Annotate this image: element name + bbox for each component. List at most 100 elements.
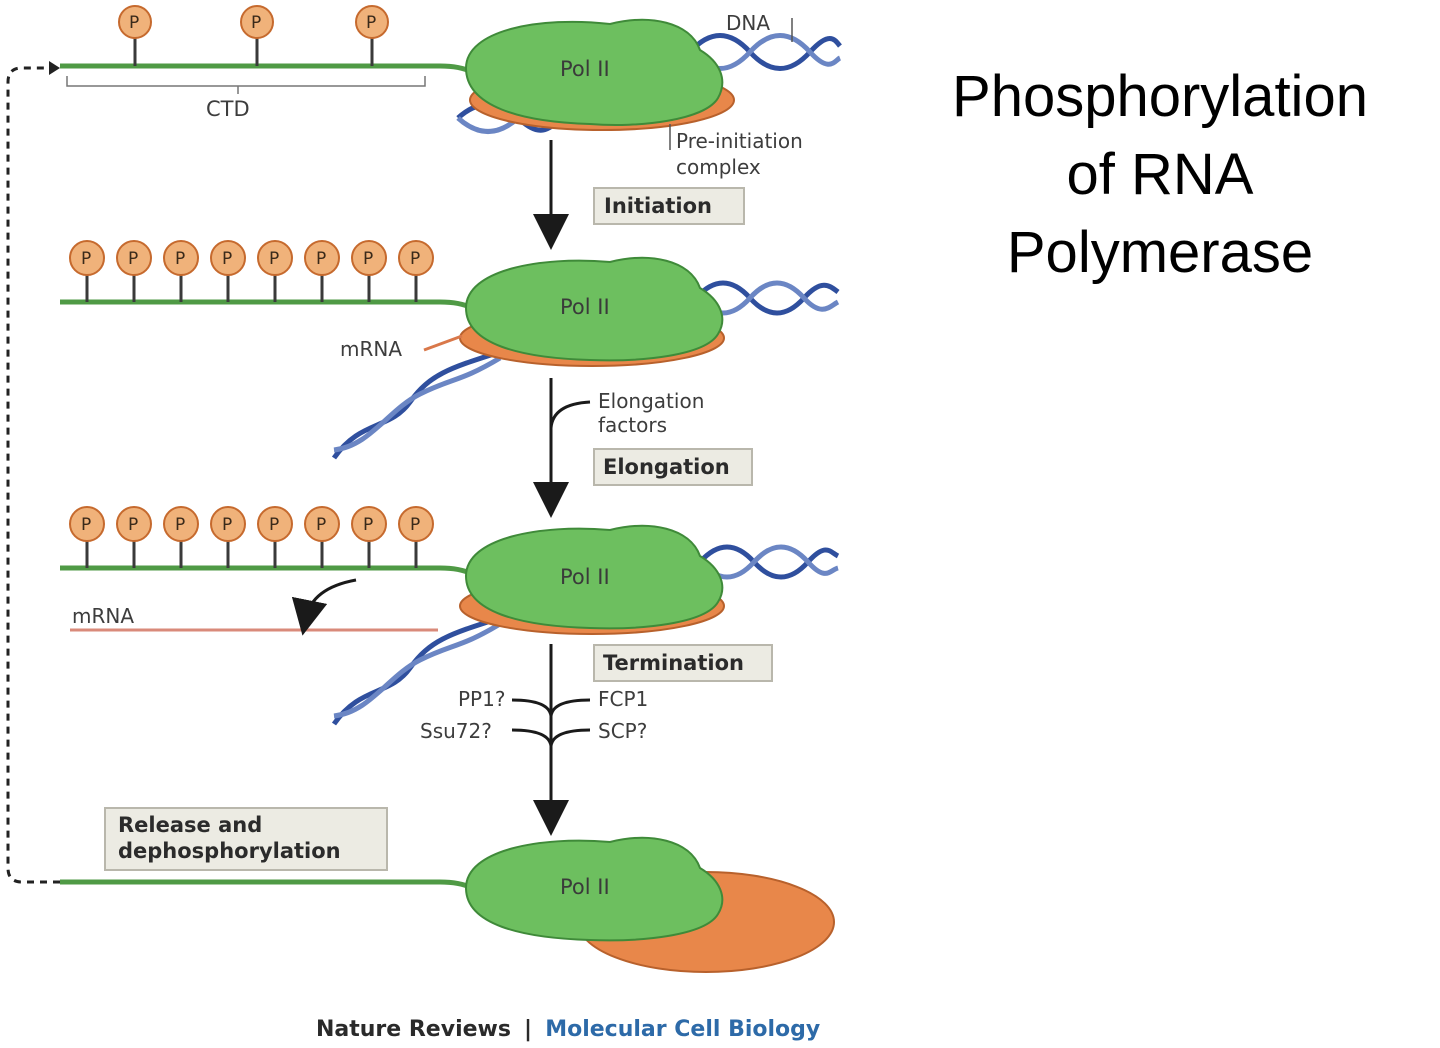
phospho-label: P bbox=[363, 515, 373, 535]
phospho-label: P bbox=[366, 13, 376, 33]
phospho-group: P bbox=[163, 240, 199, 302]
initiation-label: Initiation bbox=[604, 194, 712, 218]
released-mrna-label: mRNA bbox=[72, 604, 134, 628]
phospho-group: P bbox=[210, 240, 246, 302]
phospho-circle bbox=[210, 240, 246, 276]
phospho-circle bbox=[304, 506, 340, 542]
phosphatase-connector-right bbox=[549, 728, 591, 747]
phospho-label: P bbox=[269, 515, 279, 535]
dna-helix bbox=[688, 33, 842, 71]
mrna-label: mRNA bbox=[340, 337, 402, 361]
pol-ii-label: Pol II bbox=[560, 57, 610, 81]
phospho-label: P bbox=[316, 249, 326, 269]
ssu72-label: Ssu72? bbox=[420, 719, 492, 743]
phospho-group: P bbox=[210, 506, 246, 568]
fcp1-label: FCP1 bbox=[598, 687, 648, 711]
phospho-circle bbox=[163, 506, 199, 542]
phospho-group: P bbox=[257, 506, 293, 568]
phospho-group: P bbox=[116, 240, 152, 302]
phosphatase-connector-left bbox=[511, 728, 553, 747]
pp1-label: PP1? bbox=[458, 687, 505, 711]
mrna-release-arrow bbox=[291, 578, 357, 636]
dna-helix bbox=[698, 544, 840, 580]
initiation-box: Initiation bbox=[593, 187, 745, 225]
elongation-factors-line1: Elongation bbox=[598, 389, 704, 413]
elongation-box: Elongation bbox=[593, 448, 753, 486]
phospho-group: P bbox=[240, 5, 274, 66]
pol-ii-enzyme bbox=[464, 524, 724, 630]
phospho-group: P bbox=[351, 506, 387, 568]
phospho-circle bbox=[304, 240, 340, 276]
dna-helix bbox=[333, 355, 502, 453]
pol-ii-label: Pol II bbox=[560, 875, 610, 899]
phospho-circle bbox=[69, 240, 105, 276]
phospho-group: P bbox=[257, 240, 293, 302]
phospho-label: P bbox=[128, 249, 138, 269]
elongation-factors-connector bbox=[549, 400, 591, 429]
phosphatase-connector-left bbox=[511, 698, 553, 717]
phospho-group: P bbox=[163, 506, 199, 568]
phospho-label: P bbox=[316, 515, 326, 535]
phospho-label: P bbox=[128, 515, 138, 535]
phospho-circle bbox=[398, 506, 434, 542]
stage-preinitiation: CTD P P P Pol II DNA Pre-initiation comp… bbox=[60, 5, 842, 179]
release-label-line1: Release and bbox=[118, 813, 262, 837]
phospho-label: P bbox=[222, 515, 232, 535]
phospho-circle bbox=[257, 506, 293, 542]
ctd-tail bbox=[60, 299, 474, 311]
slide-title-line: Phosphorylation bbox=[952, 64, 1368, 129]
phospho-label: P bbox=[81, 515, 91, 535]
phospho-group: P bbox=[355, 5, 389, 66]
credit-journal: Nature Reviews bbox=[316, 1017, 511, 1042]
phospho-circle bbox=[116, 240, 152, 276]
dna-helix bbox=[694, 280, 840, 316]
elongation-label: Elongation bbox=[603, 455, 730, 479]
phospho-group: P bbox=[398, 506, 434, 568]
phospho-label: P bbox=[222, 249, 232, 269]
release-box: Release and dephosphorylation bbox=[104, 807, 388, 871]
phospho-group: P bbox=[351, 240, 387, 302]
phospho-label: P bbox=[175, 515, 185, 535]
phospho-circle bbox=[69, 506, 105, 542]
pol-ii-enzyme bbox=[464, 18, 724, 126]
phospho-group: P bbox=[116, 506, 152, 568]
phospho-circle bbox=[210, 506, 246, 542]
ctd-bracket bbox=[66, 76, 426, 94]
dna-helix bbox=[698, 544, 839, 580]
pol-ii-label: Pol II bbox=[560, 565, 610, 589]
phospho-label: P bbox=[251, 13, 261, 33]
phospho-circle bbox=[351, 506, 387, 542]
phospho-group: P bbox=[69, 240, 105, 302]
slide-title-line: of RNA bbox=[1066, 142, 1254, 207]
credit-separator: | bbox=[524, 1017, 532, 1042]
phosphatase-connector-right bbox=[549, 698, 591, 717]
pol-ii-enzyme bbox=[464, 256, 724, 362]
phospho-group: P bbox=[398, 240, 434, 302]
ctd-label: CTD bbox=[206, 97, 250, 121]
recycle-loop-arrowhead bbox=[49, 61, 60, 75]
elongation-factors-line2: factors bbox=[598, 413, 667, 437]
stage-release: Release and dephosphorylation Pol II bbox=[60, 807, 835, 973]
phospho-circle bbox=[116, 506, 152, 542]
release-label-line2: dephosphorylation bbox=[118, 839, 341, 863]
slide-title: Phosphorylation of RNA Polymerase bbox=[900, 58, 1420, 292]
transcription-cycle-diagram: CTD P P P Pol II DNA Pre-initiation comp… bbox=[6, 5, 842, 1042]
phospho-label: P bbox=[410, 249, 420, 269]
figure-credit: Nature Reviews | Molecular Cell Biology bbox=[316, 1017, 820, 1042]
recycle-loop-arrow bbox=[6, 66, 60, 884]
phospho-circle bbox=[398, 240, 434, 276]
ctd-tail bbox=[60, 879, 474, 891]
phospho-group: P bbox=[304, 240, 340, 302]
scp-label: SCP? bbox=[598, 719, 647, 743]
phospho-label: P bbox=[410, 515, 420, 535]
phospho-label: P bbox=[175, 249, 185, 269]
credit-subject: Molecular Cell Biology bbox=[545, 1017, 820, 1042]
dna-helix bbox=[333, 621, 502, 719]
pic-label-line2: complex bbox=[676, 155, 761, 179]
slide-title-line: Polymerase bbox=[1006, 220, 1314, 285]
pol-ii-enzyme bbox=[464, 836, 724, 942]
stage-elongation: P P P P P P P P Pol II mRNA bbox=[60, 506, 840, 726]
